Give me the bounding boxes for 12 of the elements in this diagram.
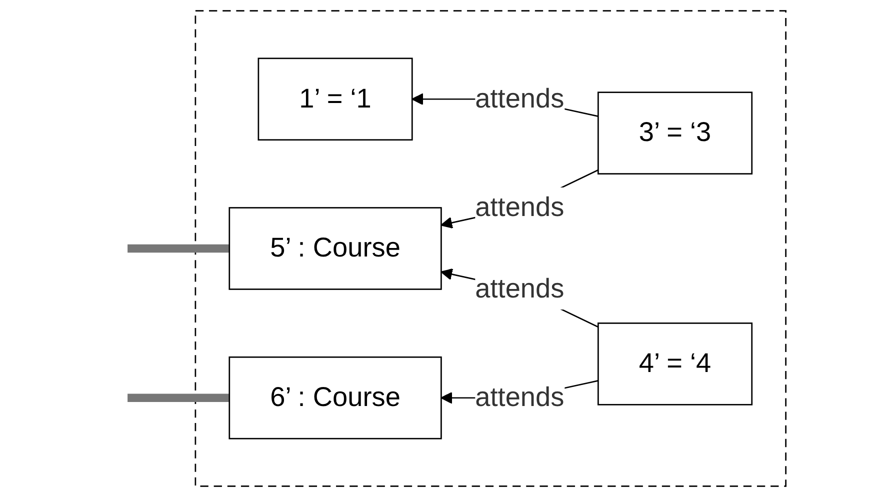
cluster: [194, 10, 786, 487]
node-box: 5’ : Course: [228, 207, 442, 290]
edge-label: attends: [475, 382, 564, 413]
connector: [128, 394, 230, 402]
node-box: 1’ = ‘1: [258, 58, 413, 141]
edge-label: attends: [475, 84, 564, 114]
node-box: 6’ : Course: [228, 356, 442, 440]
edge-label: attends: [475, 274, 564, 304]
edge-label: attends: [475, 192, 564, 223]
connector: [128, 244, 230, 253]
node-box: 4’ = ‘4: [598, 322, 753, 406]
node-box: 3’ = ‘3: [598, 92, 753, 174]
